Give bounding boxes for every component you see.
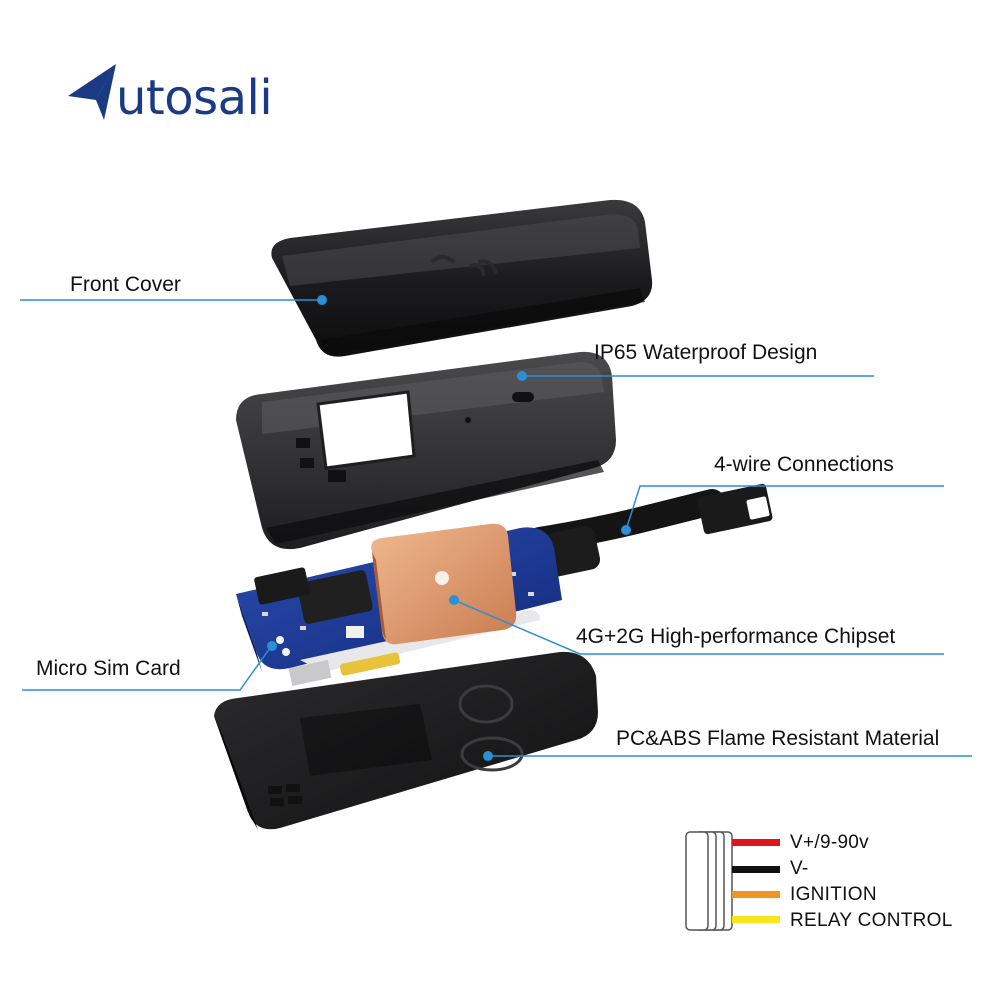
wire-color-swatch [732, 839, 780, 846]
wire-label-power: V+/9-90v [790, 832, 869, 853]
callout-sim-card: Micro Sim Card [36, 657, 181, 680]
callout-wire-connections: 4-wire Connections [714, 453, 894, 476]
wire-color-swatch [732, 891, 780, 898]
front-cover-part [271, 199, 653, 357]
logo-arrow-icon [68, 64, 116, 120]
wire-color-swatch [732, 916, 780, 923]
wire-label-ground: V- [790, 858, 809, 879]
middle-case-part [236, 351, 616, 550]
brand-name: utosali [116, 70, 273, 126]
callout-chipset: 4G+2G High-performance Chipset [576, 625, 896, 648]
wiring-lines [732, 839, 780, 923]
callout-material: PC&ABS Flame Resistant Material [616, 727, 940, 750]
four-wire-cable [527, 483, 773, 578]
wire-label-relay: RELAY CONTROL [790, 910, 953, 931]
callout-leaders [20, 295, 972, 761]
wiring-connector [685, 831, 733, 931]
back-cover-part [214, 651, 598, 830]
callout-front-cover: Front Cover [70, 273, 181, 296]
callout-waterproof: IP65 Waterproof Design [594, 341, 818, 364]
wire-label-ignition: IGNITION [790, 884, 877, 905]
wire-color-swatch [732, 866, 780, 873]
gps-antenna [371, 523, 517, 645]
